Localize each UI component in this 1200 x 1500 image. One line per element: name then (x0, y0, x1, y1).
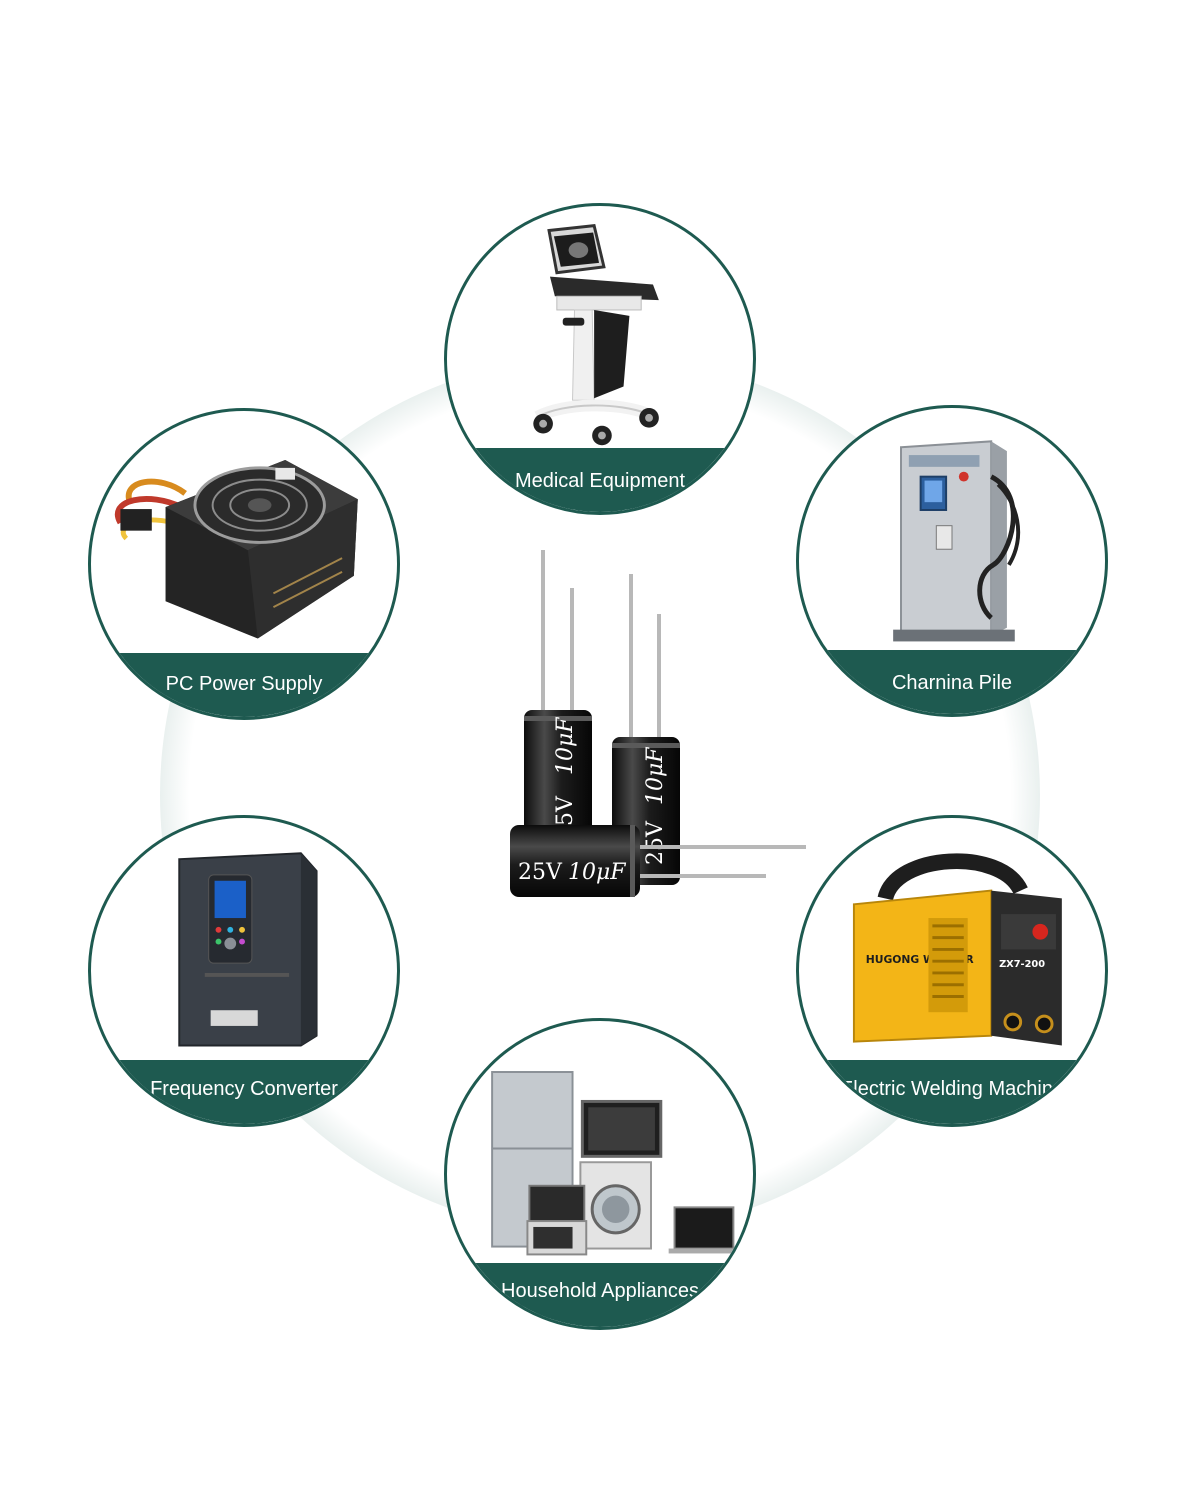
application-charging-pile: Charnina Pile (796, 405, 1108, 717)
capacitor-left-capacitance: 10μF (553, 717, 578, 775)
application-electric-welding-machine: HUGONG WELDER ZX7-200 Electric Welding M… (796, 815, 1108, 1127)
application-label: Frequency Converter (150, 1078, 338, 1100)
application-label-band (799, 1060, 1105, 1124)
application-label: Medical Equipment (514, 470, 686, 492)
application-label: Charnina Pile (891, 672, 1013, 694)
application-label: PC Power Supply (165, 673, 323, 695)
ultrasound-cart-icon (533, 224, 659, 446)
application-frequency-converter: Frequency Converter (88, 815, 400, 1127)
capacitor-group-image: 25V 10μF 25V 10μF 25V 10μF (510, 550, 806, 897)
capacitor-lying-capacitance: 10μF (568, 860, 626, 885)
application-medical-equipment: Medical Equipment (444, 203, 756, 515)
capacitor-left: 25V 10μF (524, 550, 592, 860)
welding-machine-icon: HUGONG WELDER ZX7-200 (852, 853, 1062, 1046)
application-label-band (91, 1060, 397, 1124)
application-label-band (447, 1263, 753, 1327)
household-appliances-icon (491, 1071, 740, 1256)
application-label-band (447, 448, 753, 512)
pc-power-supply-icon (115, 460, 358, 639)
application-label-band (799, 650, 1105, 714)
application-label: Electric Welding Machine (839, 1078, 1065, 1100)
frequency-converter-icon (178, 852, 318, 1047)
application-household-appliances: Household Appliances (444, 1018, 756, 1330)
application-pc-power-supply: PC Power Supply (88, 408, 400, 720)
capacitor-middle-voltage: 25V (643, 820, 668, 865)
application-label-band (91, 653, 397, 717)
capacitor-lying-voltage: 25V (518, 860, 563, 885)
capacitor-lying: 25V 10μF (510, 825, 806, 897)
charging-pile-icon (893, 440, 1021, 642)
capacitor-middle-capacitance: 10μF (643, 747, 668, 805)
application-label: Household Appliances (501, 1280, 699, 1302)
welder-model: ZX7-200 (999, 959, 1045, 970)
